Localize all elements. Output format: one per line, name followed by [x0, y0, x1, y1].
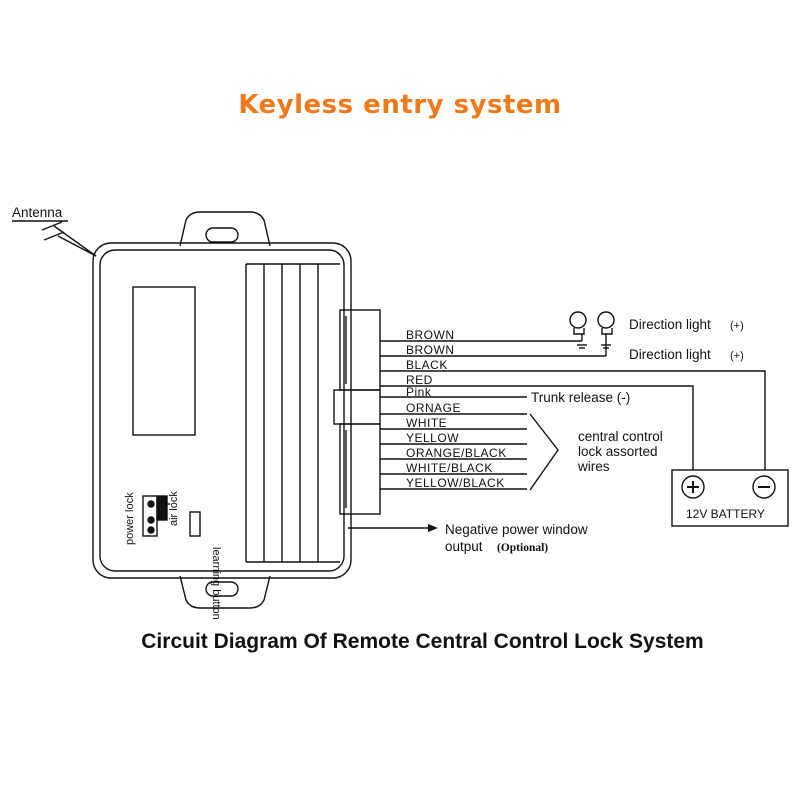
- wire-label: WHITE/BLACK: [406, 461, 493, 475]
- battery-label: 12V BATTERY: [686, 507, 765, 521]
- antenna-icon: [12, 220, 97, 257]
- direction-sign: (+): [730, 350, 744, 362]
- central-lock-label: lock assorted: [578, 444, 658, 459]
- learning-button: [189, 511, 201, 537]
- negative-output-label: Negative power window: [445, 522, 588, 537]
- wire-label: BLACK: [406, 358, 448, 372]
- wire-label: ORNAGE: [406, 401, 461, 415]
- optional-label: (Optional): [497, 542, 548, 554]
- arrow-head-icon: [428, 524, 438, 532]
- bulb-icon: [569, 311, 587, 349]
- wire-label: BROWN: [406, 343, 455, 357]
- wire-label: YELLOW: [406, 431, 459, 445]
- wire-label: BROWN: [406, 328, 455, 342]
- control-module: [92, 211, 381, 609]
- diagram-caption: Circuit Diagram Of Remote Central Contro…: [141, 630, 704, 653]
- trunk-release-label: Trunk release (-): [531, 390, 630, 405]
- wire-label: YELLOW/BLACK: [406, 476, 505, 490]
- wire-label: Pink: [406, 385, 432, 399]
- direction-light-label: Direction light: [629, 317, 711, 332]
- direction-sign: (+): [730, 320, 744, 332]
- antenna-label: Antenna: [12, 205, 63, 220]
- wire-label: RED: [406, 373, 433, 387]
- display-window: [132, 286, 196, 436]
- power-lock-label: power lock: [124, 492, 136, 545]
- wire-label: ORANGE/BLACK: [406, 446, 507, 460]
- battery-icon: [671, 469, 789, 527]
- direction-light-label: Direction light: [629, 347, 711, 362]
- wire-harness: [380, 340, 766, 491]
- negative-output-label: output: [445, 539, 483, 554]
- bulb-icon: [597, 311, 615, 356]
- central-lock-label: wires: [577, 459, 610, 474]
- air-lock-label: air lock: [168, 491, 180, 526]
- central-lock-label: central control: [578, 429, 663, 444]
- learning-button-label: learning button: [210, 547, 222, 620]
- wire-label: WHITE: [406, 416, 447, 430]
- page-title: Keyless entry system: [238, 90, 562, 120]
